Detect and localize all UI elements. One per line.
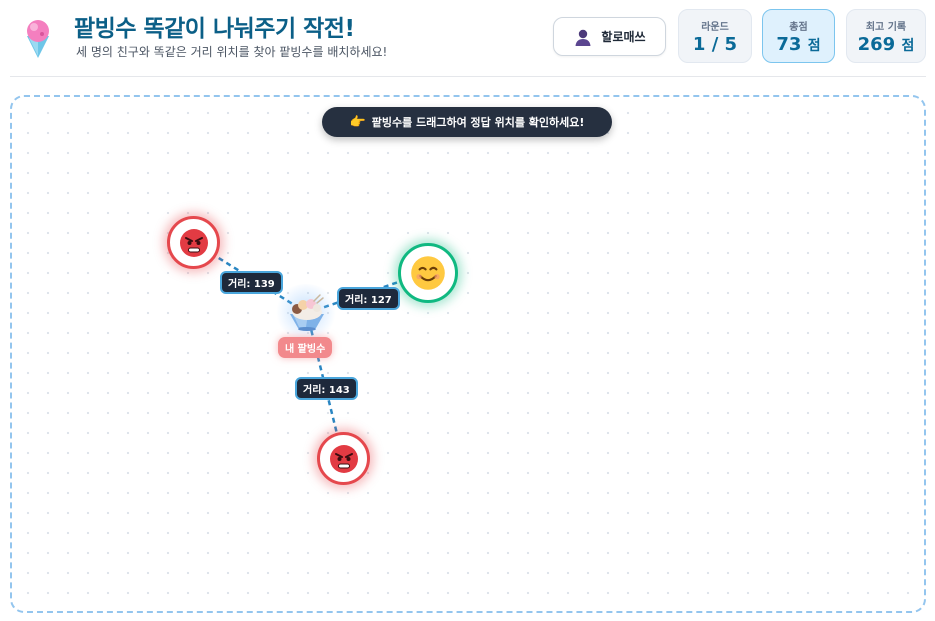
total-score-stat: 총점 73 점	[762, 9, 835, 63]
header-divider	[10, 76, 926, 77]
user-name: 할로매쓰	[601, 30, 646, 44]
bingsu-icon[interactable]	[284, 292, 330, 332]
total-score-label: 총점	[789, 22, 808, 33]
header: 팥빙수 똑같이 나눠주기 작전! 세 명의 친구와 똑같은 거리 위치를 찾아 …	[0, 0, 935, 76]
best-record-label: 최고 기록	[865, 22, 907, 33]
friend-3	[317, 432, 370, 485]
angry-face-icon	[179, 228, 208, 257]
round-value: 1 / 5	[692, 34, 738, 55]
page-subtitle: 세 명의 친구와 똑같은 거리 위치를 찾아 팥빙수를 배치하세요!	[76, 45, 388, 59]
page-title: 팥빙수 똑같이 나눠주기 작전!	[74, 16, 355, 42]
distance-label-2: 거리: 127	[337, 287, 400, 310]
angry-face-icon	[329, 444, 358, 473]
pointing-hand-icon: 👉	[349, 114, 366, 130]
total-score-value: 73	[776, 34, 802, 55]
round-stat: 라운드 1 / 5	[678, 9, 752, 63]
total-score-unit: 점	[807, 38, 821, 54]
smiling-face-icon	[411, 256, 445, 290]
drag-hint-text: 팥빙수를 드래그하여 정답 위치를 확인하세요!	[371, 116, 585, 129]
drag-hint-banner: 👉 팥빙수를 드래그하여 정답 위치를 확인하세요!	[322, 107, 612, 137]
distance-label-3: 거리: 143	[295, 377, 358, 400]
best-record-stat: 최고 기록 269 점	[846, 9, 926, 63]
user-profile-button[interactable]: 할로매쓰	[553, 17, 666, 56]
best-record-unit: 점	[901, 38, 915, 54]
user-avatar-icon	[575, 29, 591, 46]
friend-1	[167, 216, 220, 269]
game-board[interactable]	[10, 95, 926, 613]
best-record-value: 269	[857, 34, 896, 55]
friend-2	[398, 243, 458, 303]
my-bingsu-label: 내 팥빙수	[278, 337, 333, 358]
round-label: 라운드	[701, 22, 729, 33]
distance-label-1: 거리: 139	[220, 271, 283, 294]
bingsu-logo-icon	[27, 20, 49, 58]
